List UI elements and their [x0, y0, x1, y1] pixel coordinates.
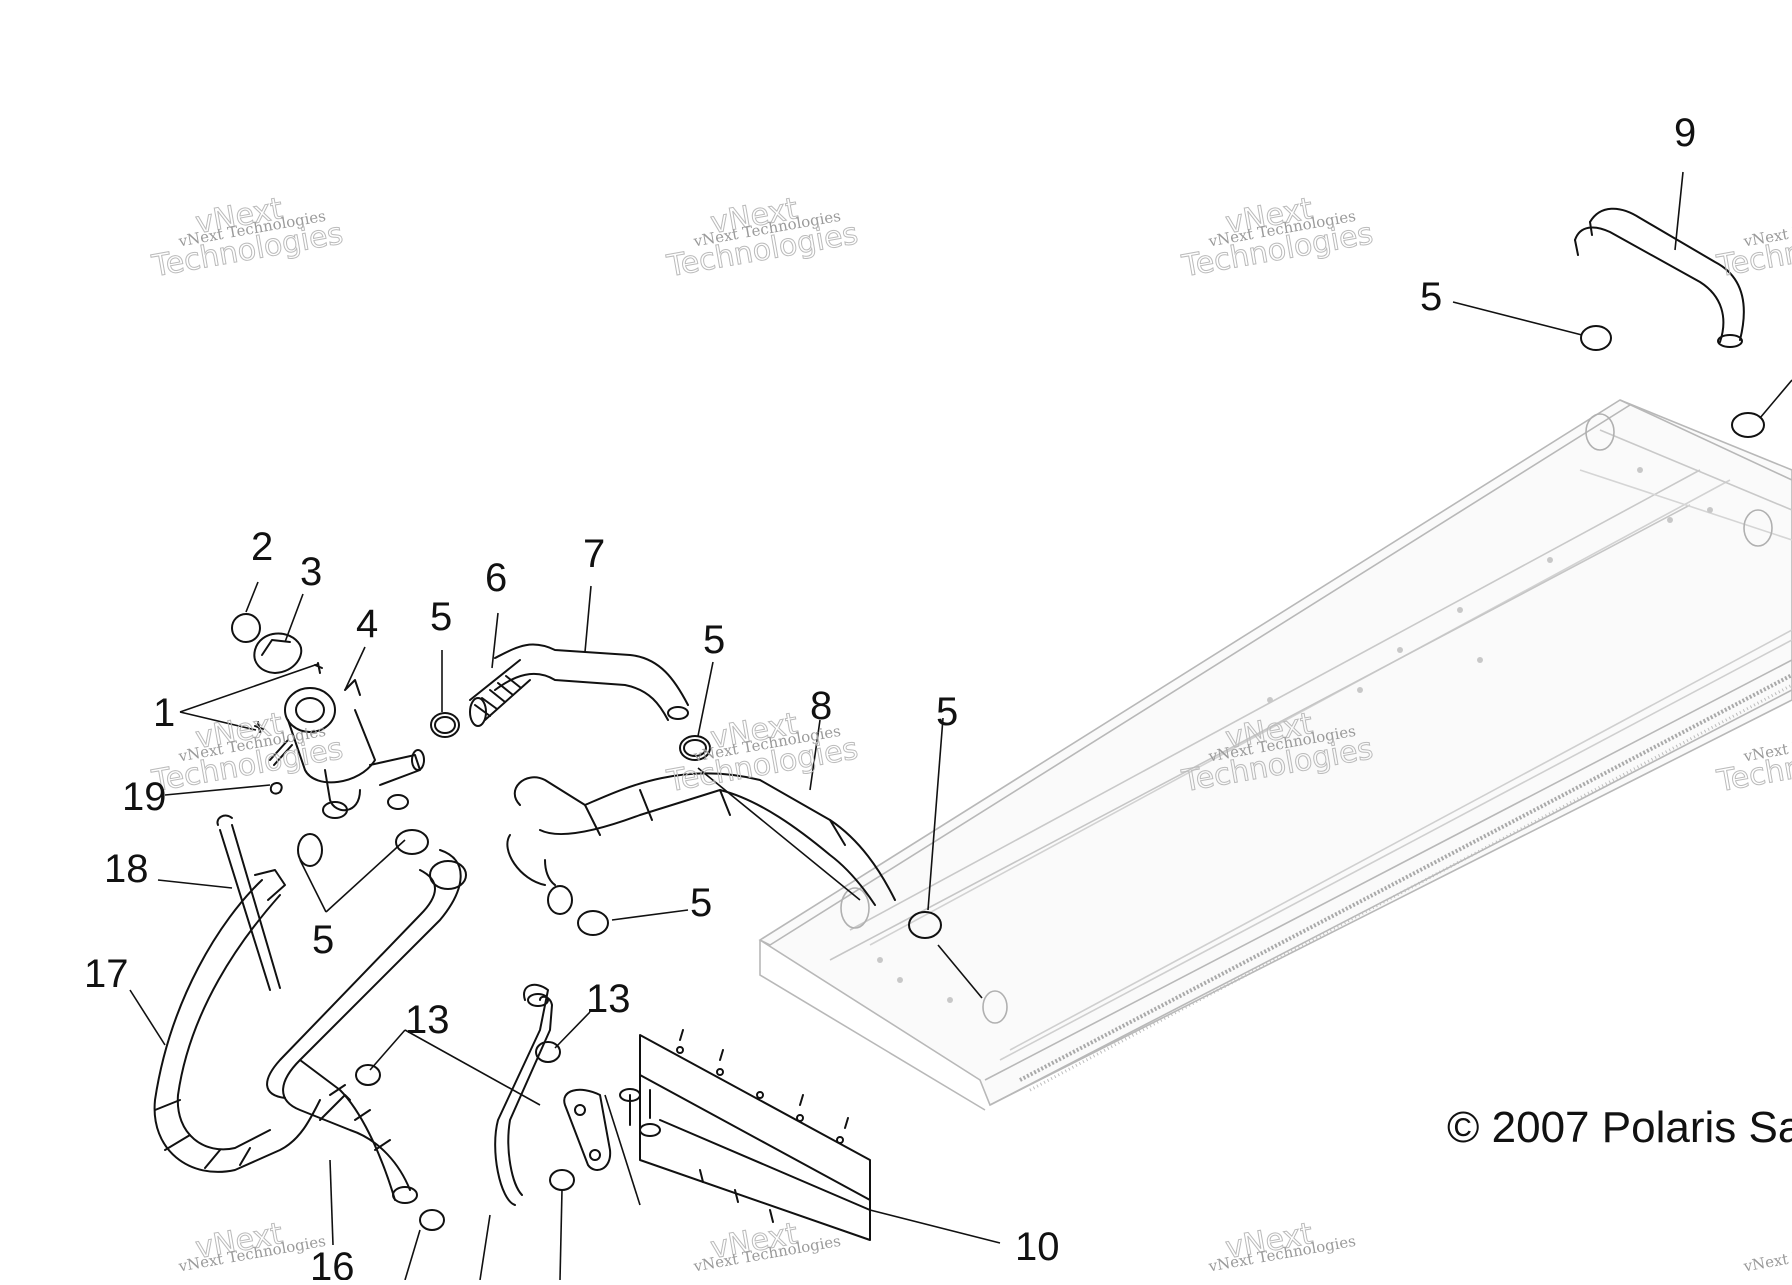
bolt-1a [314, 662, 323, 674]
bracket-10 [619, 1029, 871, 1241]
callout-6: 6 [485, 556, 507, 600]
callout-13: 13 [586, 977, 631, 1021]
tube-18 [216, 814, 281, 991]
callout-labels: 1 2 3 4 5 5 5 5 5 5 6 7 8 9 10 13 13 16 … [84, 111, 1696, 1285]
hose-16 [266, 849, 467, 1204]
callout-3: 3 [300, 550, 322, 594]
callout-17: 17 [84, 952, 129, 996]
watermark-10: vNext Technologies Technologies [1713, 207, 1792, 285]
hose-17 [153, 869, 321, 1173]
plug-2 [231, 613, 261, 643]
callout-9: 9 [1674, 111, 1696, 155]
hose-lower [494, 983, 553, 1206]
housing-4 [284, 679, 425, 819]
watermark-8: vNext vNext Technologies [691, 1216, 842, 1276]
block-fitting [563, 1088, 612, 1171]
watermark-2: vNext vNext Technologies Technologies [663, 191, 861, 285]
leader-lines [129, 171, 1792, 1281]
pipe-9 [1574, 207, 1745, 348]
cap-3 [253, 632, 303, 674]
watermark-7: vNext vNext Technologies [176, 1216, 327, 1276]
watermark-3: vNext vNext Technologies Technologies [1178, 191, 1376, 285]
callout-8: 8 [810, 684, 832, 728]
bolt-1b [254, 721, 264, 733]
callout-1: 1 [153, 691, 175, 735]
callout-18: 18 [104, 847, 149, 891]
hose-6 [469, 659, 531, 727]
callout-5: 5 [703, 618, 725, 662]
callout-5: 5 [312, 918, 334, 962]
hose-assembly [153, 207, 1765, 1241]
callout-2: 2 [251, 525, 273, 569]
wm-small: vNext Technologies [1741, 1232, 1792, 1276]
radiator [758, 399, 1792, 1111]
clamps [297, 325, 1765, 1231]
hose-7 [494, 643, 689, 721]
callout-5: 5 [430, 595, 452, 639]
callout-7: 7 [583, 532, 605, 576]
hose-8 [506, 772, 896, 915]
callout-10: 10 [1015, 1225, 1060, 1269]
watermark-1: vNext vNext Technologies Technologies [148, 191, 346, 285]
callout-16: 16 [310, 1245, 355, 1280]
copyright-notice: © 2007 Polaris Sa [1447, 1103, 1792, 1152]
callout-5: 5 [1420, 275, 1442, 319]
callout-19: 19 [122, 775, 167, 819]
fitting-19 [269, 782, 283, 795]
callout-13: 13 [405, 998, 450, 1042]
callout-4: 4 [356, 602, 378, 646]
watermark-9: vNext vNext Technologies [1206, 1216, 1357, 1276]
callout-5: 5 [936, 690, 958, 734]
callout-5: 5 [690, 881, 712, 925]
watermark-12: vNext Technologies [1741, 1232, 1792, 1276]
